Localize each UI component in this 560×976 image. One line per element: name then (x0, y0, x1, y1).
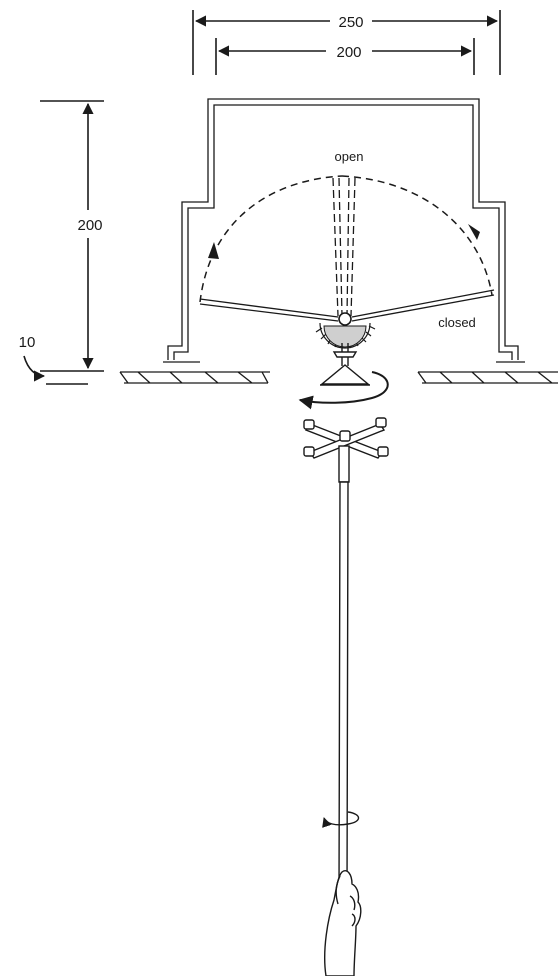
dimension-250-label: 250 (338, 14, 363, 31)
dimension-200-vertical (40, 100, 104, 372)
operating-pole (338, 445, 350, 896)
pole-shaft (338, 481, 349, 896)
pivot-circle (338, 312, 352, 326)
open-blade-left-1 (332, 177, 339, 317)
grille-right-flange (417, 371, 558, 384)
hand-knuckles (349, 895, 356, 927)
open-blade-right-1 (346, 177, 350, 317)
operator-cone (320, 364, 370, 385)
hand-thumb (335, 875, 341, 905)
hand-icon (324, 870, 362, 976)
gear-hub (315, 312, 376, 349)
dimension-200-vertical-label: 200 (77, 217, 102, 234)
blade-swing-paths (199, 175, 493, 303)
swing-arc-left (199, 175, 343, 303)
closed-blade-left (199, 298, 339, 322)
ceiling-grille (119, 371, 558, 384)
pole-upper-sleeve (338, 445, 350, 483)
key-pin-1 (303, 419, 315, 430)
open-blade-positions (332, 177, 356, 317)
operator-spindle (320, 343, 370, 386)
rotation-arrow-top (298, 371, 389, 410)
label-closed: closed (438, 315, 476, 330)
hand-outline (324, 870, 362, 976)
key-pin-4 (377, 446, 389, 457)
spindle-collar (332, 351, 358, 358)
key-pin-2 (375, 417, 387, 428)
key-center-pin (339, 430, 351, 442)
housing-inner-outline (173, 104, 513, 360)
gear-body (323, 325, 367, 348)
open-blade-left-2 (338, 177, 343, 317)
damper-housing (163, 98, 525, 363)
pole-key-head (303, 417, 389, 459)
dimension-200-horizontal-label: 200 (336, 44, 361, 61)
closed-blades (199, 289, 495, 322)
housing-outer-outline (167, 98, 519, 360)
dimension-200-horizontal (215, 38, 475, 75)
swing-arrowhead-left (208, 242, 219, 259)
rotation-arrow-bottom (322, 811, 360, 828)
closed-blade-right (351, 289, 495, 322)
open-blade-right-2 (350, 177, 356, 317)
dimension-10-label: 10 (19, 334, 36, 351)
label-open: open (335, 149, 364, 164)
dimension-10-arrow (23, 355, 46, 382)
dimension-250 (192, 10, 501, 75)
grille-left-flange (119, 371, 270, 384)
key-pin-3 (303, 446, 315, 457)
swing-arc-right (341, 175, 493, 296)
swing-arrowhead-right (468, 224, 480, 240)
